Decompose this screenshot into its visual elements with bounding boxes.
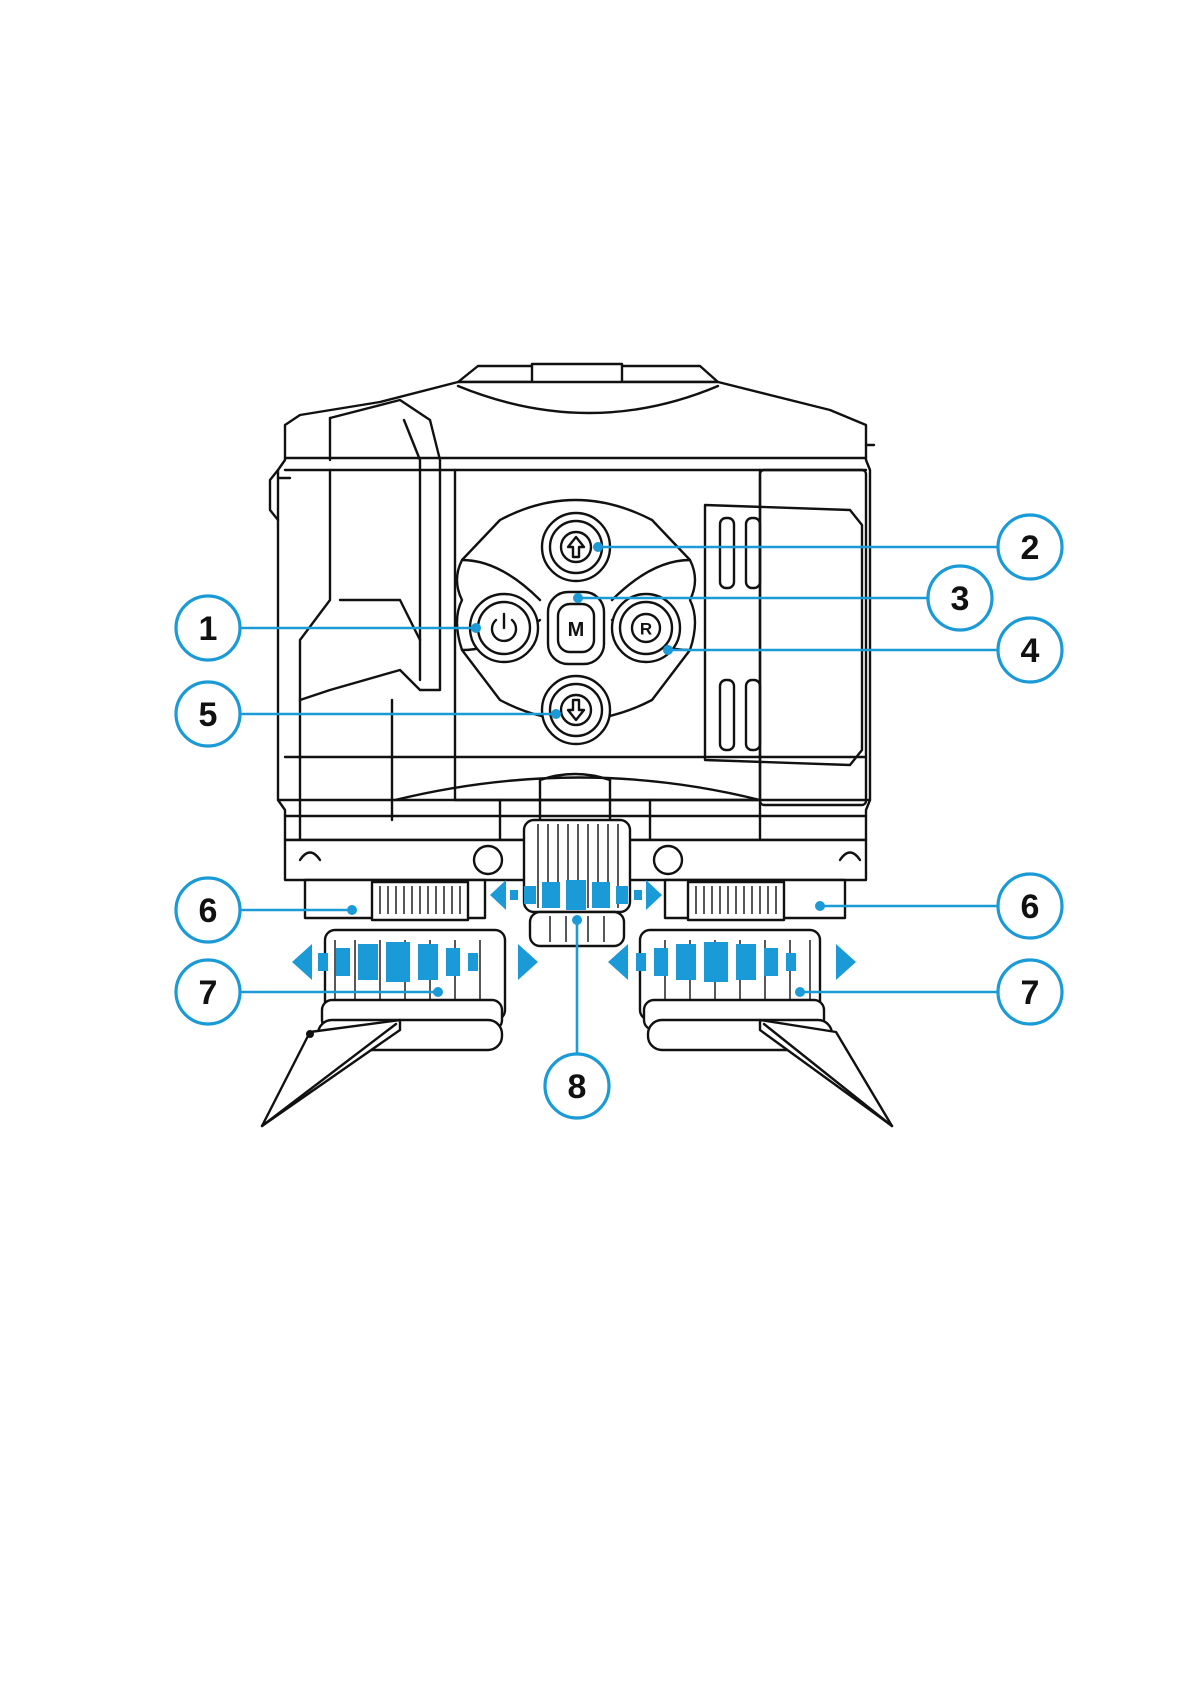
svg-text:1: 1 [199, 610, 218, 648]
rotation-arrow-center [490, 880, 662, 910]
menu-button-label: M [568, 619, 585, 641]
callout-7-right: 7 [795, 960, 1062, 1024]
left-diopter-ring[interactable] [372, 882, 468, 920]
svg-text:3: 3 [951, 580, 970, 618]
menu-button[interactable]: M [548, 592, 604, 664]
svg-text:6: 6 [1021, 888, 1040, 926]
callout-6-right: 6 [815, 874, 1062, 938]
svg-text:2: 2 [1021, 529, 1040, 567]
down-button[interactable] [542, 676, 610, 744]
svg-text:7: 7 [1021, 974, 1040, 1012]
svg-text:5: 5 [199, 696, 218, 734]
svg-text:6: 6 [199, 892, 218, 930]
svg-text:7: 7 [199, 974, 218, 1012]
right-diopter-ring[interactable] [688, 882, 784, 920]
record-button-label: R [640, 620, 652, 639]
svg-text:4: 4 [1021, 632, 1040, 670]
svg-text:8: 8 [568, 1068, 587, 1106]
